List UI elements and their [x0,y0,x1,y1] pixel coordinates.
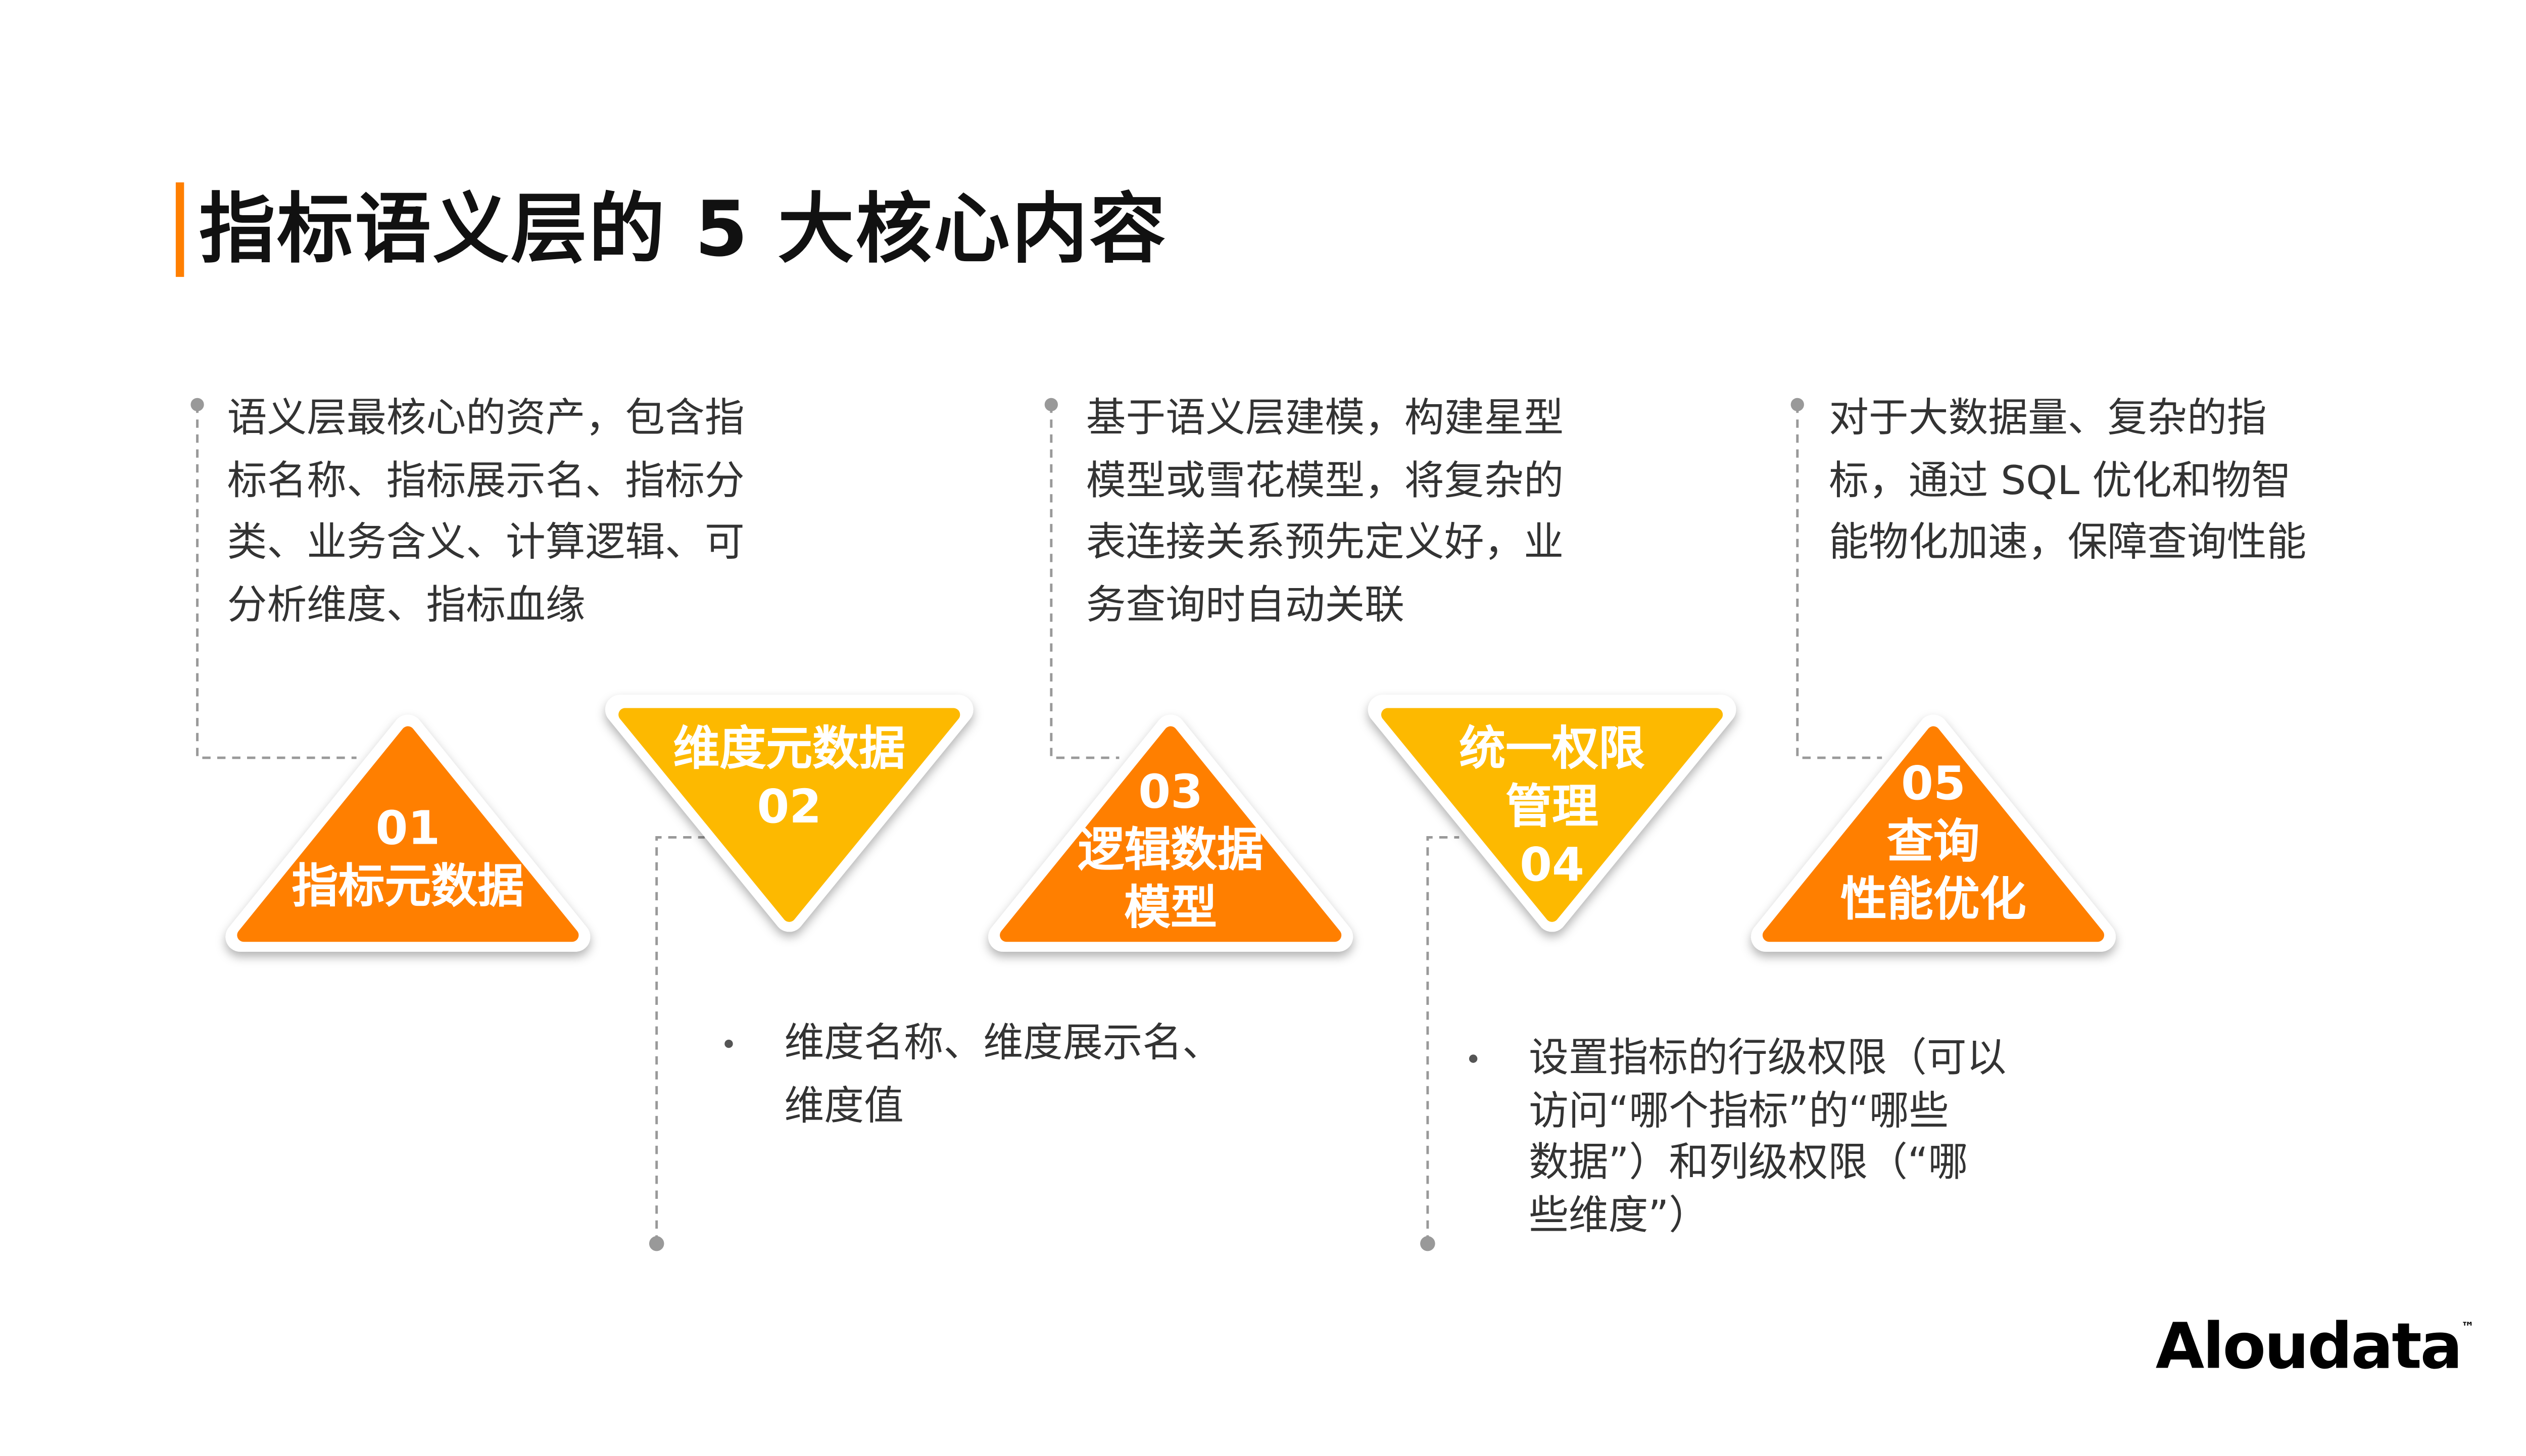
item-number: 02 [757,779,822,834]
description-line: 标名称、指标展示名、指标分 [227,457,745,504]
item-04-label: 统一权限 管理 04 [1370,719,1734,894]
description-line: 数据”）和列级权限（“哪 [1529,1139,1968,1186]
item-01-description: 语义层最核心的资产，包含指 标名称、指标展示名、指标分 类、业务含义、计算逻辑、… [227,388,745,637]
item-title: 逻辑数据 [1078,822,1264,878]
connector-02 [655,836,705,1244]
description-line: 模型或雪花模型，将复杂的 [1086,457,1564,504]
item-02-label: 维度元数据 02 [607,719,971,836]
connector-dot [190,398,204,411]
item-title: 模型 [1124,880,1218,936]
triangle-05 [1751,714,2116,952]
item-title: 管理 [1505,779,1598,834]
item-title: 统一权限 [1459,721,1645,776]
connector-05 [1796,404,1882,759]
item-05-description: 对于大数据量、复杂的指 标，通过 SQL 优化和物智 能物化加速，保障查询性能 [1829,388,2306,574]
page-title: 指标语义层的 5 大核心内容 [199,184,1168,274]
description-line: 表连接关系预先定义好，业 [1086,519,1564,566]
description-line: 分析维度、指标血缘 [227,581,586,628]
item-02-description: 维度名称、维度展示名、 维度值 [784,1013,1222,1137]
item-title: 性能优化 [1840,872,2026,927]
triangle-02 [605,695,974,932]
triangle-04 [1368,695,1736,932]
item-03-label: 03 逻辑数据 模型 [988,763,1353,937]
item-number: 04 [1520,837,1584,892]
item-05-label: 05 查询 性能优化 [1751,754,2116,929]
description-line: 维度名称、维度展示名、 [784,1020,1222,1066]
item-number: 05 [1901,756,1966,811]
description-line: 语义层最核心的资产，包含指 [227,395,745,442]
description-line: 基于语义层建模，构建星型 [1086,395,1564,442]
description-line: 维度值 [784,1082,904,1129]
description-line: 务查询时自动关联 [1086,581,1404,628]
item-number: 01 [375,801,441,856]
connector-dot [1420,1236,1435,1251]
bullet-icon [724,1039,733,1048]
description-line: 设置指标的行级权限（可以 [1529,1035,2007,1081]
item-title: 查询 [1886,814,1980,869]
triangle-03 [988,714,1353,952]
bullet-icon [1469,1054,1478,1063]
connector-04 [1426,836,1460,1244]
description-line: 标，通过 SQL 优化和物智 [1829,457,2292,504]
item-title: 维度元数据 [673,721,906,776]
item-03-description: 基于语义层建模，构建星型 模型或雪花模型，将复杂的 表连接关系预先定义好，业 务… [1086,388,1564,637]
aloudata-logo: Aloudata™ [2156,1310,2474,1383]
description-line: 访问“哪个指标”的“哪些 [1529,1087,1949,1134]
connector-dot [1790,398,1804,411]
item-number: 03 [1138,764,1203,819]
item-04-description: 设置指标的行级权限（可以 访问“哪个指标”的“哪些 数据”）和列级权限（“哪 些… [1529,1033,2006,1242]
item-title: 指标元数据 [292,859,524,914]
connector-dot [649,1236,664,1251]
description-line: 些维度”） [1529,1191,1709,1238]
title-accent-bar [175,182,184,277]
description-line: 对于大数据量、复杂的指 [1829,395,2267,442]
description-line: 类、业务含义、计算逻辑、可 [227,519,745,566]
trademark: ™ [2461,1320,2474,1335]
description-line: 能物化加速，保障查询性能 [1829,519,2307,566]
connector-dot [1044,398,1058,411]
triangle-01 [225,714,591,952]
item-01-label: 01 指标元数据 [225,799,590,915]
logo-text: Aloudata [2155,1309,2463,1383]
